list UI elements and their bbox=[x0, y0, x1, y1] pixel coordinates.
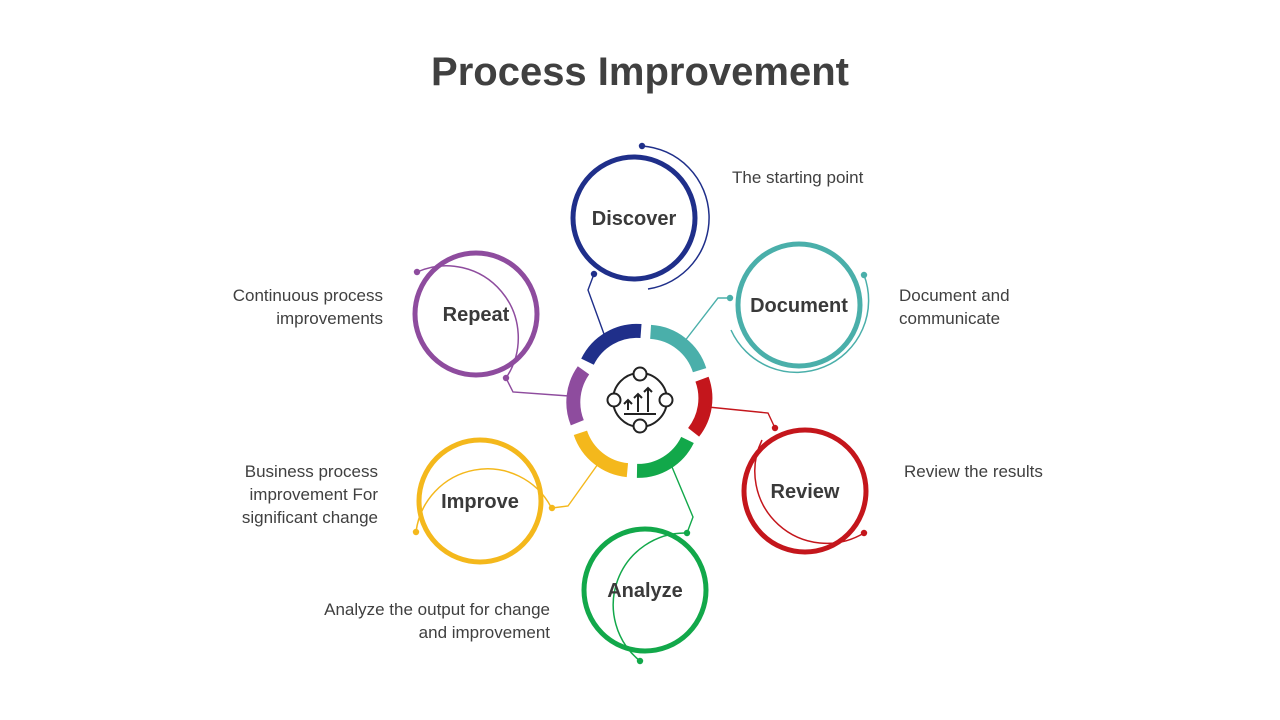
step-label-analyze: Analyze bbox=[607, 580, 683, 602]
step-label-discover: Discover bbox=[592, 208, 677, 230]
connector-discover bbox=[587, 273, 605, 335]
step-label-improve: Improve bbox=[441, 491, 519, 513]
step-description-document: Document and communicate bbox=[899, 286, 1010, 328]
connector-dot-discover bbox=[590, 270, 598, 278]
connector-dot-document bbox=[726, 294, 734, 302]
connector-improve bbox=[551, 463, 599, 509]
ring-segment-analyze bbox=[636, 436, 694, 478]
step-discover: Discover bbox=[570, 142, 710, 290]
step-description-analyze: Analyze the output for change and improv… bbox=[324, 600, 550, 642]
connector-dot-review bbox=[771, 424, 779, 432]
process-improvement-icon bbox=[606, 366, 674, 434]
connector-document bbox=[683, 297, 730, 343]
ring-segment-improve bbox=[573, 430, 629, 478]
page-title: Process Improvement bbox=[431, 50, 849, 94]
step-description-discover: The starting point bbox=[732, 168, 864, 187]
step-review: Review bbox=[741, 427, 869, 555]
ring-segment-discover bbox=[581, 323, 642, 366]
connector-repeat bbox=[505, 377, 570, 397]
step-improve: Improve bbox=[412, 437, 552, 565]
connector-review bbox=[707, 406, 776, 429]
step-label-document: Document bbox=[750, 295, 848, 317]
step-label-review: Review bbox=[771, 481, 840, 503]
step-document: Document bbox=[730, 241, 870, 374]
ring-segment-repeat bbox=[566, 366, 590, 426]
step-description-review: Review the results bbox=[904, 462, 1043, 481]
connector-analyze bbox=[671, 466, 694, 534]
step-description-improve: Business process improvement For signifi… bbox=[241, 462, 378, 527]
ring-segment-review bbox=[687, 376, 713, 437]
step-label-repeat: Repeat bbox=[443, 304, 510, 326]
center-ring bbox=[566, 323, 713, 478]
step-description-repeat: Continuous process improvements bbox=[232, 286, 383, 328]
ring-segment-document bbox=[649, 324, 707, 373]
step-analyze: Analyze bbox=[581, 526, 709, 665]
step-repeat: Repeat bbox=[412, 250, 540, 379]
